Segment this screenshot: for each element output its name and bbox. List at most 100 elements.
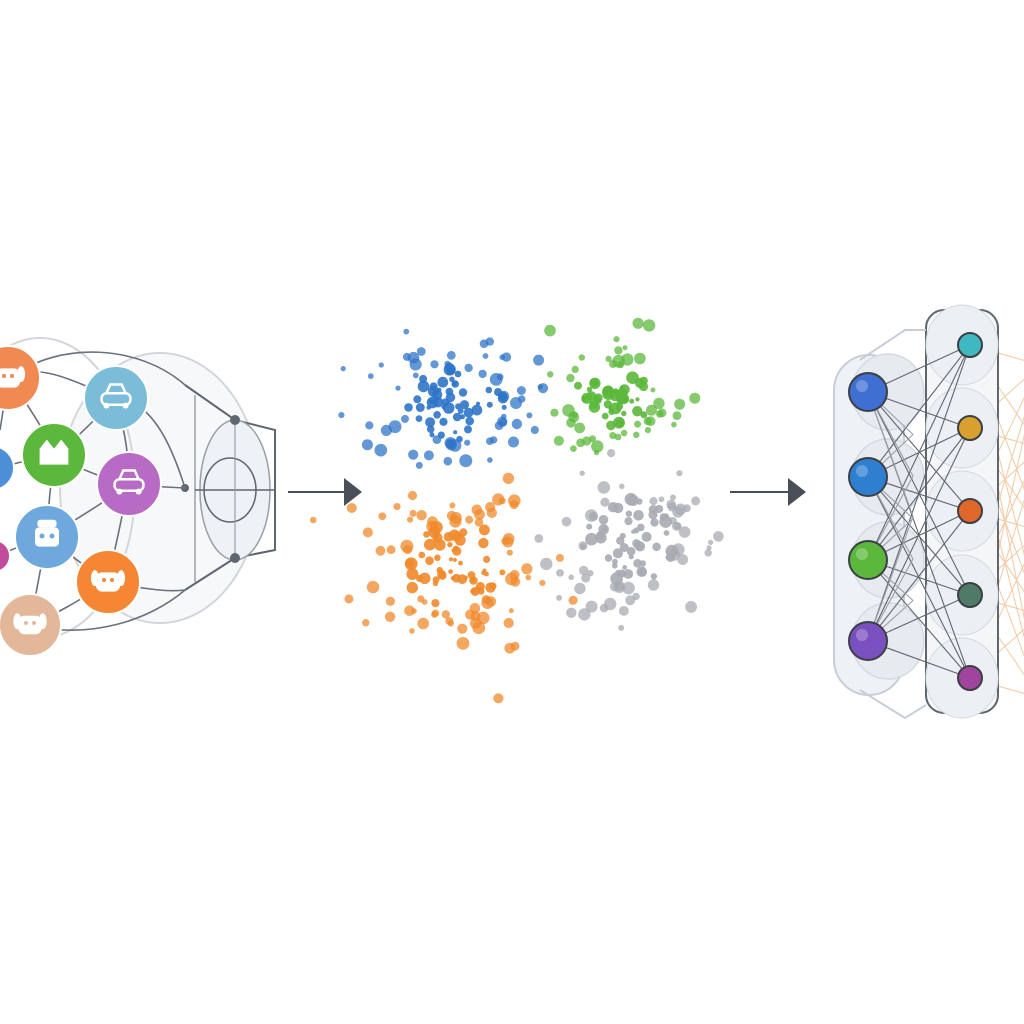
- cluster-point: [589, 377, 601, 389]
- cluster-point: [395, 385, 401, 391]
- cluster-point: [464, 425, 472, 434]
- cluster-point: [465, 609, 476, 620]
- cluster-point: [593, 449, 600, 456]
- cluster-point: [587, 570, 594, 577]
- cluster-point: [378, 512, 387, 521]
- cluster-point: [526, 412, 533, 419]
- cluster-point: [454, 370, 462, 378]
- cluster-point: [544, 324, 556, 337]
- hidden-node: [957, 665, 983, 691]
- cluster-point: [678, 526, 691, 538]
- cluster-point: [457, 574, 468, 585]
- cluster-point: [452, 381, 457, 386]
- cluster-point: [439, 417, 448, 426]
- cluster-point: [432, 396, 444, 408]
- cluster-point: [568, 595, 578, 605]
- cluster-point: [629, 398, 635, 404]
- gray-cluster: [534, 449, 724, 631]
- cluster-point: [677, 554, 689, 565]
- cluster-point: [502, 472, 515, 485]
- cluster-point: [509, 569, 520, 580]
- cluster-point: [424, 538, 436, 551]
- cluster-point: [623, 569, 634, 579]
- cluster-point: [417, 380, 430, 393]
- cluster-point: [385, 596, 395, 606]
- input-node: [848, 621, 888, 661]
- cluster-point: [598, 515, 609, 525]
- cluster-point: [581, 573, 591, 583]
- cluster-point: [634, 420, 642, 428]
- cluster-point: [472, 621, 486, 635]
- cluster-point: [609, 402, 622, 415]
- cluster-point: [453, 430, 458, 435]
- cluster-point: [670, 494, 676, 501]
- cluster-point: [593, 394, 599, 401]
- hidden-node: [957, 332, 983, 358]
- cluster-point: [362, 619, 370, 627]
- cluster-point: [465, 416, 475, 426]
- cluster-point: [434, 554, 441, 562]
- cluster-point: [452, 412, 462, 422]
- joint-node: [230, 553, 240, 563]
- cluster-point: [486, 401, 493, 408]
- cluster-point: [434, 539, 446, 551]
- cluster-point: [636, 498, 643, 505]
- cluster-point: [433, 411, 441, 419]
- cluster-point: [409, 628, 415, 634]
- cluster-point: [671, 421, 677, 428]
- cluster-point: [604, 597, 617, 611]
- cluster-point: [547, 371, 554, 378]
- cluster-point: [475, 586, 482, 593]
- cluster-point: [713, 531, 724, 542]
- cluster-point: [388, 420, 402, 434]
- cluster-point: [463, 407, 474, 418]
- cluster-point: [406, 581, 418, 594]
- cluster-point: [585, 532, 598, 546]
- cluster-point: [659, 515, 672, 528]
- cluster-point: [452, 545, 459, 552]
- cluster-point: [581, 395, 589, 403]
- cluster-point: [503, 617, 514, 629]
- cluster-point: [510, 641, 520, 651]
- blob-icon: [0, 446, 15, 490]
- cluster-point: [407, 490, 418, 501]
- cluster-point: [402, 352, 411, 361]
- arrow-right-icon: [288, 478, 362, 506]
- cluster-point: [588, 401, 601, 413]
- cluster-point: [489, 436, 498, 444]
- cluster-point: [609, 390, 621, 402]
- cluster-point: [378, 362, 384, 368]
- cluster-point: [620, 429, 628, 437]
- cluster-point: [516, 386, 526, 395]
- dog-icon: [0, 593, 62, 657]
- cluster-point: [450, 575, 456, 581]
- cluster-point: [645, 416, 656, 427]
- cluster-point: [365, 421, 374, 430]
- robot-icon: [14, 504, 80, 570]
- cluster-point: [403, 328, 410, 335]
- input-node: [848, 540, 888, 580]
- cluster-point: [458, 560, 463, 566]
- cluster-point: [640, 411, 648, 419]
- cluster-point: [589, 435, 596, 443]
- cluster-point: [413, 395, 422, 404]
- cluster-point: [447, 542, 453, 548]
- cluster-point: [467, 571, 476, 579]
- cluster-point: [619, 385, 625, 391]
- cluster-point: [708, 539, 714, 546]
- cluster-point: [704, 549, 712, 557]
- cluster-point: [556, 569, 564, 577]
- cat-icon: [21, 422, 87, 488]
- cluster-point: [404, 605, 415, 616]
- cluster-point: [566, 607, 577, 618]
- cluster-point: [417, 595, 425, 603]
- cluster-point: [561, 516, 572, 527]
- cluster-point: [498, 497, 506, 505]
- cluster-point: [521, 563, 533, 575]
- cluster-point: [614, 433, 622, 441]
- cluster-point: [429, 432, 435, 438]
- cluster-point: [619, 483, 625, 490]
- cluster-point: [628, 554, 634, 560]
- cluster-point: [471, 504, 483, 516]
- cluster-point: [346, 503, 357, 513]
